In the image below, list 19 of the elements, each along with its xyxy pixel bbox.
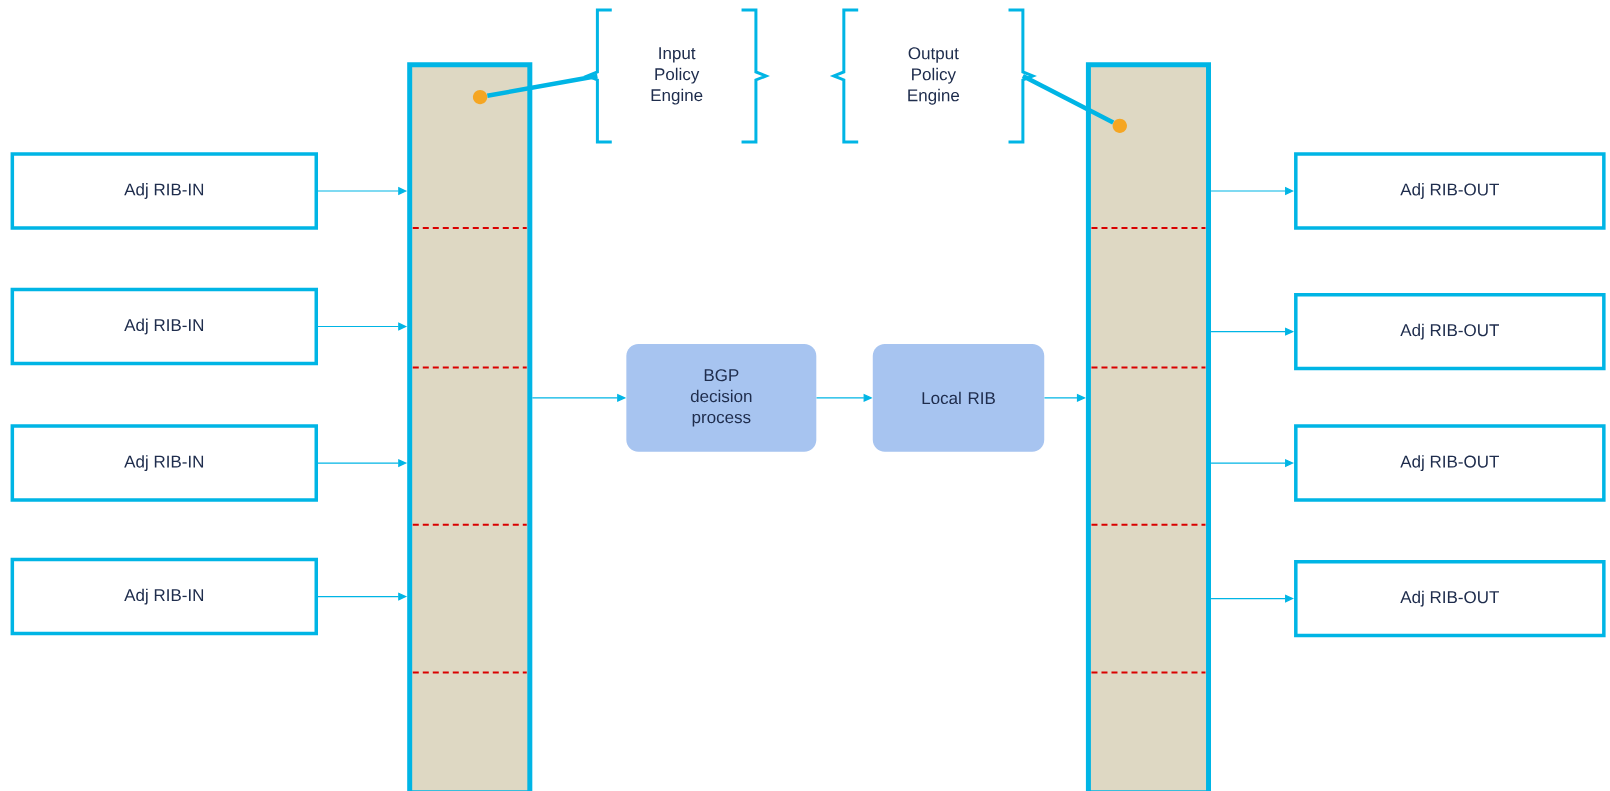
bracket-label: Input Policy Engine [583,8,770,144]
process-box: Adj RIB-IN [10,424,318,502]
dot [472,89,488,105]
memory-column [407,62,533,791]
process-box: Adj RIB-OUT [1294,152,1606,230]
dot [1112,118,1127,134]
leader-line [486,73,598,98]
bracket-label: Output Policy Engine [829,8,1037,144]
memory-column [1085,62,1212,791]
process-box: BGP decision process [626,343,817,452]
process-box: Adj RIB-OUT [1294,292,1606,371]
process-box: Adj RIB-OUT [1294,424,1606,502]
process-box: Adj RIB-OUT [1294,559,1606,638]
process-box: Adj RIB-IN [10,152,318,230]
process-box: Adj RIB-IN [10,287,318,366]
arrow [1210,327,1294,336]
arrow [1210,594,1294,603]
process-box: Local RIB [872,343,1045,452]
process-box: Adj RIB-IN [10,557,318,636]
